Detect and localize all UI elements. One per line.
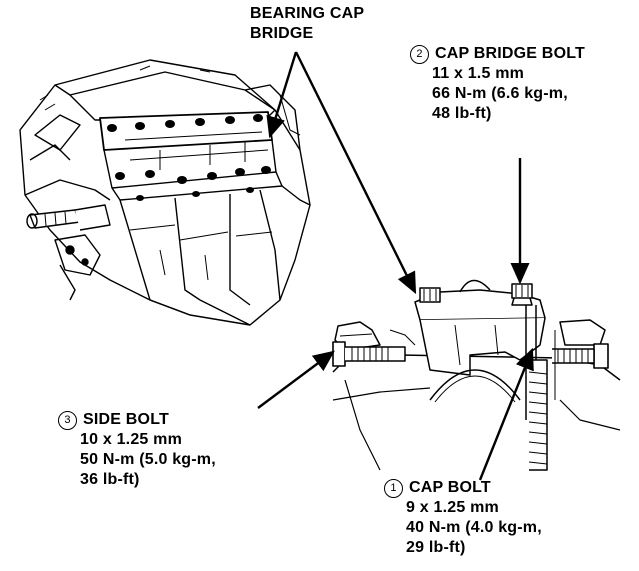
arrow-bridge-to-section	[294, 51, 417, 295]
label-torque: 40 N-m (4.0 kg-m,	[406, 519, 542, 536]
bearing-cap-section	[332, 279, 621, 471]
bearing-cap-bridge-label: BEARING CAP BRIDGE	[250, 4, 364, 44]
label-line: BRIDGE	[250, 25, 314, 42]
label-torque: 66 N-m (6.6 kg-m,	[432, 85, 568, 102]
label-torque-lbft: 36 lb-ft)	[80, 471, 140, 488]
label-line: BEARING CAP	[250, 5, 365, 22]
side-bolt-label: 3 SIDE BOLT 10 x 1.25 mm 50 N-m (5.0 kg-m…	[58, 410, 216, 490]
callout-number-3: 3	[58, 411, 77, 430]
callout-number-1: 1	[384, 479, 403, 498]
leader-arrows	[257, 51, 534, 481]
arrow-bridge-to-engine	[266, 51, 298, 139]
label-title: CAP BOLT	[409, 479, 491, 496]
label-torque: 50 N-m (5.0 kg-m,	[80, 451, 216, 468]
cap-bridge-bolt-label: 2 CAP BRIDGE BOLT 11 x 1.5 mm 66 N-m (6.6…	[410, 44, 585, 124]
arrow-side-bolt	[257, 350, 335, 409]
label-torque-lbft: 29 lb-ft)	[406, 539, 466, 556]
label-title: CAP BRIDGE BOLT	[435, 45, 585, 62]
bridge-bolt-heads	[107, 114, 271, 201]
label-torque-lbft: 48 lb-ft)	[432, 105, 492, 122]
arrow-cap-bolt	[478, 347, 534, 481]
callout-number-2: 2	[410, 45, 429, 64]
label-size: 9 x 1.25 mm	[406, 499, 499, 516]
engine-block-illustration	[19, 59, 311, 326]
label-title: SIDE BOLT	[83, 411, 169, 428]
label-size: 11 x 1.5 mm	[432, 65, 525, 82]
label-size: 10 x 1.25 mm	[80, 431, 183, 448]
